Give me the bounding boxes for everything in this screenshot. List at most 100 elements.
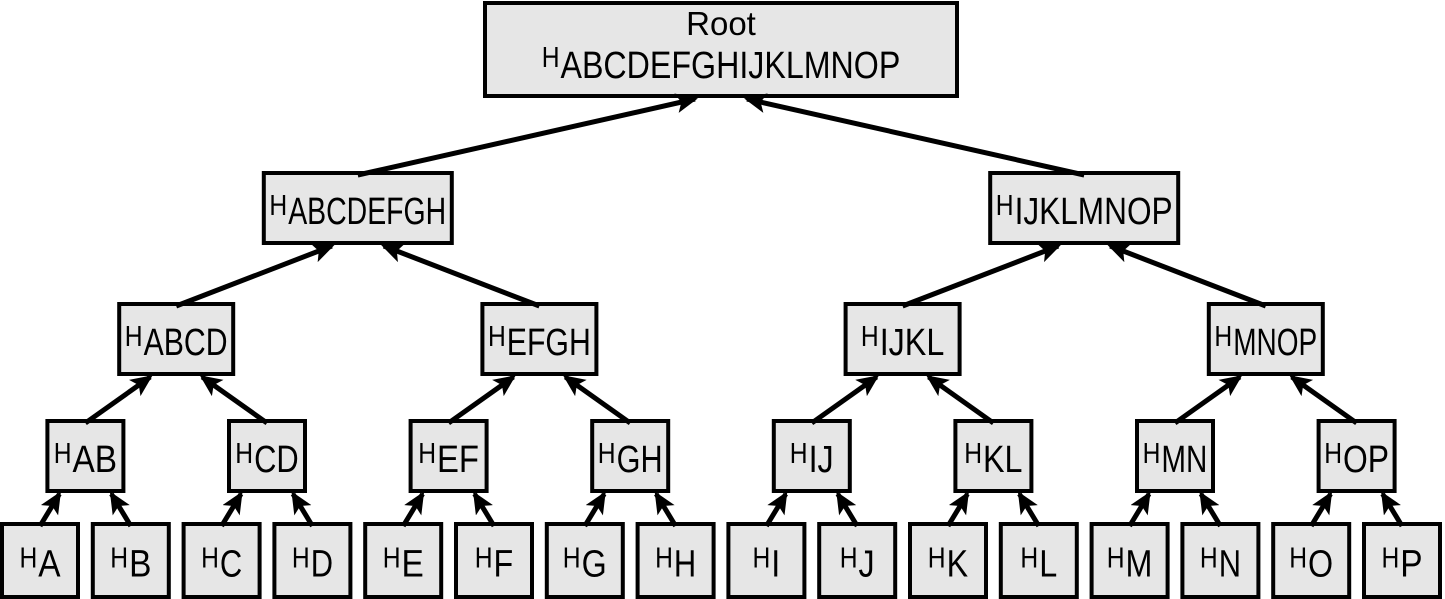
edge-h-ijklmnop-to-root — [744, 93, 1085, 178]
edge-h-j-to-h-ij — [835, 491, 860, 528]
node-h-op: HOP — [1316, 419, 1397, 493]
node-label: HE — [383, 543, 424, 586]
node-label: HOP — [1324, 438, 1389, 481]
node-h-i: HI — [726, 522, 807, 599]
node-box — [998, 522, 1079, 599]
node-label: HF — [475, 543, 514, 586]
node-label: HB — [110, 543, 151, 586]
node-box — [817, 522, 898, 599]
edge-h-o-to-h-op — [1309, 491, 1333, 528]
edge-h-d-to-h-cd — [290, 491, 315, 528]
node-label: HABCD — [125, 321, 228, 364]
edge-h-efgh-to-h-abcdefgh — [381, 243, 541, 309]
node-label: HCD — [235, 438, 298, 481]
node-h-p: HP — [1362, 522, 1442, 599]
node-h-m: HM — [1089, 522, 1170, 599]
node-box — [590, 419, 671, 493]
node-box — [1206, 302, 1325, 376]
node-h-k: HK — [908, 522, 988, 599]
node-box — [480, 302, 599, 376]
node-label: HIJ — [790, 438, 834, 481]
node-h-f: HF — [454, 522, 534, 599]
node-h-ijkl: HIJKL — [843, 302, 962, 376]
edge-h-ij-to-h-ijkl — [810, 374, 880, 426]
node-label: HD — [292, 543, 333, 586]
node-label: HH — [655, 543, 696, 586]
node-h-a: HA — [0, 522, 80, 599]
node-h-ab: HAB — [45, 419, 126, 493]
node-h-abcd: HABCD — [117, 302, 236, 376]
node-box — [1271, 522, 1352, 599]
tree-edges — [37, 93, 1405, 528]
edge-h-p-to-h-op — [1380, 491, 1405, 528]
node-label: HIJKLMNOP — [996, 190, 1173, 233]
node-label: HC — [201, 543, 242, 586]
node-box — [483, 1, 959, 98]
node-h-d: HD — [272, 522, 353, 599]
edge-h-g-to-h-gh — [582, 491, 607, 528]
edge-h-gh-to-h-efgh — [562, 374, 632, 426]
node-h-efgh: HEFGH — [480, 302, 599, 376]
edge-h-h-to-h-gh — [654, 491, 678, 528]
edge-h-k-to-h-kl — [945, 491, 970, 528]
edge-h-abcd-to-h-abcdefgh — [175, 243, 335, 309]
node-label: HN — [1200, 543, 1241, 586]
edge-h-c-to-h-cd — [219, 491, 244, 528]
edge-h-ef-to-h-efgh — [447, 374, 516, 426]
edge-h-a-to-h-ab — [37, 491, 62, 528]
node-h-e: HE — [363, 522, 444, 599]
node-label: HJ — [840, 543, 875, 586]
node-h-gh: HGH — [590, 419, 671, 493]
node-label: HL — [1020, 543, 1057, 586]
edge-h-mnop-to-h-ijklmnop — [1107, 243, 1267, 309]
edge-h-i-to-h-ij — [764, 491, 788, 528]
node-label: HK — [928, 543, 968, 586]
node-h-ij: HIJ — [771, 419, 852, 493]
edge-h-mn-to-h-mnop — [1173, 374, 1243, 426]
edge-h-op-to-h-mnop — [1289, 374, 1359, 426]
node-label: HABCDEFGH — [269, 190, 446, 233]
edge-h-l-to-h-kl — [1017, 491, 1041, 528]
edge-h-e-to-h-ef — [401, 491, 425, 528]
node-h-ef: HEF — [408, 419, 489, 493]
node-label: HMNOP — [1214, 321, 1317, 364]
node-h-h: HH — [635, 522, 716, 599]
node-box — [1135, 419, 1215, 493]
node-h-l: HL — [998, 522, 1079, 599]
node-h-j: HJ — [817, 522, 898, 599]
node-label: HAB — [54, 438, 117, 481]
edge-h-abcdefgh-to-root — [357, 93, 698, 178]
edge-h-ijkl-to-h-ijklmnop — [901, 243, 1061, 309]
edge-h-ab-to-h-abcd — [83, 374, 153, 426]
node-label: HEF — [418, 438, 479, 481]
node-h-kl: HKL — [953, 419, 1034, 493]
node-box — [227, 419, 307, 493]
node-box — [408, 419, 489, 493]
node-box — [261, 171, 454, 245]
node-label: HG — [563, 543, 607, 586]
node-label: HGH — [598, 438, 663, 481]
node-label: HM — [1107, 543, 1153, 586]
node-label: HIJKL — [861, 321, 944, 364]
node-h-n: HN — [1180, 522, 1261, 599]
node-h-cd: HCD — [227, 419, 307, 493]
node-label: HKL — [964, 438, 1022, 481]
node-label: HI — [753, 543, 781, 586]
node-box — [1362, 522, 1442, 599]
node-h-o: HO — [1271, 522, 1352, 599]
edge-h-f-to-h-ef — [472, 491, 497, 528]
node-label: HP — [1382, 543, 1423, 586]
node-label: HMN — [1143, 438, 1208, 481]
node-box — [363, 522, 444, 599]
node-h-c: HC — [181, 522, 262, 599]
node-box — [635, 522, 716, 599]
node-box — [117, 302, 236, 376]
node-box — [45, 419, 126, 493]
node-h-b: HB — [90, 522, 171, 599]
node-label: HO — [1289, 543, 1333, 586]
edge-h-b-to-h-ab — [109, 491, 133, 528]
